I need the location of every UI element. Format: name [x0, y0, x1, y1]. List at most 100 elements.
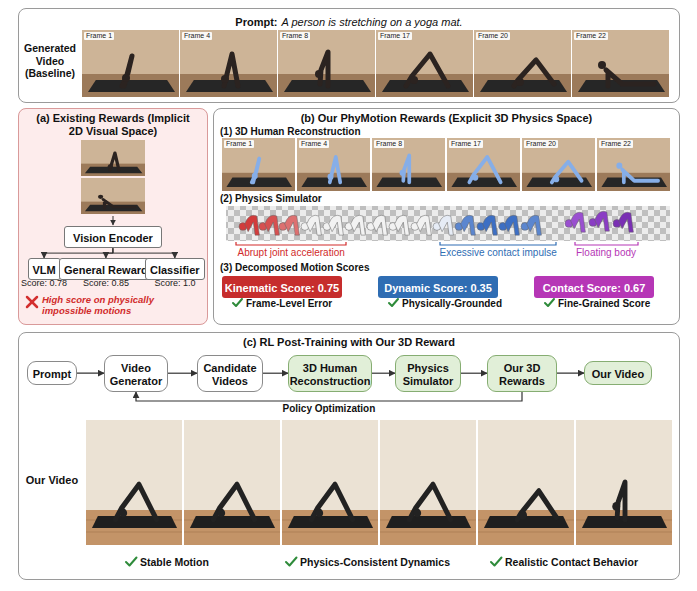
our-frames [409, 484, 450, 519]
our-frames [282, 420, 378, 545]
score-text: Kinematic Score: 0.75 [224, 282, 340, 295]
our-frames [213, 484, 254, 519]
reward-box: VLM [28, 258, 61, 280]
our-frames [311, 484, 352, 519]
check-note: Fine-Grained Score [558, 298, 650, 310]
our-frames [184, 420, 280, 545]
panel-background [18, 108, 208, 325]
edge-label: Policy Optimization [281, 403, 378, 415]
box-label: Classifier [150, 264, 200, 277]
our-frames [86, 420, 672, 545]
check-marks [389, 299, 398, 306]
section-heading: (3) Decomposed Motion Scores [220, 262, 369, 274]
frame-tag: Frame 1 [224, 140, 254, 148]
reward-input-frames [98, 195, 135, 208]
reward-input-frames [81, 178, 145, 214]
check-marks [233, 299, 242, 306]
our-frames [517, 491, 556, 520]
physics-simulation [521, 215, 541, 235]
physics-simulation [226, 206, 670, 245]
physics-simulation [279, 215, 299, 235]
our-frames [409, 484, 450, 519]
physics-simulation [433, 215, 453, 235]
process-box: Video Generator [104, 355, 168, 392]
frame-tag: Frame 20 [476, 32, 510, 40]
panel-title: (c) RL Post-Training with Our 3D Reward [19, 336, 679, 349]
our-frames [612, 482, 625, 519]
baseline-frames [180, 30, 277, 97]
our-frames [478, 420, 574, 545]
physics-simulation [301, 215, 321, 235]
reconstruction-frames [222, 138, 295, 191]
box-label: VLM [33, 264, 56, 277]
frame-tag: Frame 17 [378, 32, 412, 40]
frame-tag: Frame 17 [449, 140, 483, 148]
reconstruction-frames [252, 159, 259, 183]
frame-tag: Frame 8 [280, 32, 310, 40]
annotation: Abrupt joint acceleration [238, 247, 345, 259]
frame-tag: Frame 4 [182, 32, 212, 40]
physics-simulation [440, 242, 556, 245]
baseline-frames [278, 30, 375, 97]
reconstruction-frames [552, 162, 582, 183]
physics-simulation [499, 215, 519, 235]
process-box: 3D Human Reconstruction [288, 355, 372, 392]
baseline-frames [315, 52, 328, 86]
reconstruction-frames [400, 155, 410, 182]
flow-arrow [263, 373, 288, 374]
process-box: Prompt [27, 361, 77, 385]
warning-note: High score on physically impossible moti… [42, 294, 202, 317]
box-label: Our 3D Rewards [492, 362, 552, 388]
existing-rewards-panel: (a) Existing Rewards (Implicit 2D Visual… [18, 108, 208, 325]
physics-simulation [389, 215, 409, 235]
reconstruction-frames [372, 138, 445, 191]
process-box: Candidate Videos [197, 355, 263, 392]
box-label: Our Video [592, 368, 644, 381]
flow-arrow [168, 373, 197, 374]
prompt-text: Prompt: [235, 16, 277, 28]
reward-box: Classifier [145, 258, 205, 280]
score-text: Contact Score: 0.67 [536, 282, 652, 295]
physics-simulation [455, 215, 475, 235]
reconstruction-frames [297, 138, 370, 191]
box-label: General Reward [64, 264, 148, 277]
flow-arrow [44, 248, 113, 258]
reconstruction-frames [522, 138, 595, 191]
reward-input-frames [98, 195, 135, 208]
our-frames [612, 482, 625, 519]
check-marks [126, 558, 137, 566]
frame-tag: Frame 20 [524, 140, 558, 148]
baseline-frames [376, 30, 473, 97]
annotation: Excessive contact impulse [440, 247, 557, 259]
flow-arrow [372, 373, 395, 374]
baseline-frames [406, 54, 448, 86]
physics-simulation [367, 215, 387, 235]
physics-simulation [259, 215, 279, 235]
red-cross [27, 297, 37, 307]
reward-input-frames [81, 140, 145, 176]
baseline-frames [474, 30, 571, 97]
flow-arrow [77, 373, 104, 374]
reconstruction-frames [222, 138, 670, 191]
physics-simulation [236, 242, 346, 245]
check-note: Realistic Contact Behavior [505, 556, 638, 569]
section-heading: (2) Physics Simulator [220, 193, 322, 205]
flow-arrow [106, 248, 113, 258]
score-text: Dynamic Score: 0.35 [380, 282, 496, 295]
reconstruction-frames [552, 162, 582, 183]
check-marks [491, 558, 502, 566]
our-frames [576, 420, 672, 545]
reward-input-frames [81, 140, 145, 225]
reconstruction-frames [328, 157, 341, 182]
reconstruction-frames [252, 159, 259, 183]
score-box: Dynamic Score: 0.35 [378, 276, 498, 298]
baseline-frames [572, 30, 669, 97]
phymotion-panel: (b) Our PhyMotion Rewards (Explicit 3D P… [213, 108, 680, 325]
reward-input-frames [108, 153, 119, 170]
physics-simulation [589, 211, 609, 231]
check-note: Physics-Consistent Dynamics [300, 556, 450, 569]
frame-tag: Frame 1 [84, 32, 114, 40]
box-label: Prompt [33, 368, 72, 381]
baseline-frames [221, 54, 238, 86]
frame-tag: Frame 4 [299, 140, 329, 148]
